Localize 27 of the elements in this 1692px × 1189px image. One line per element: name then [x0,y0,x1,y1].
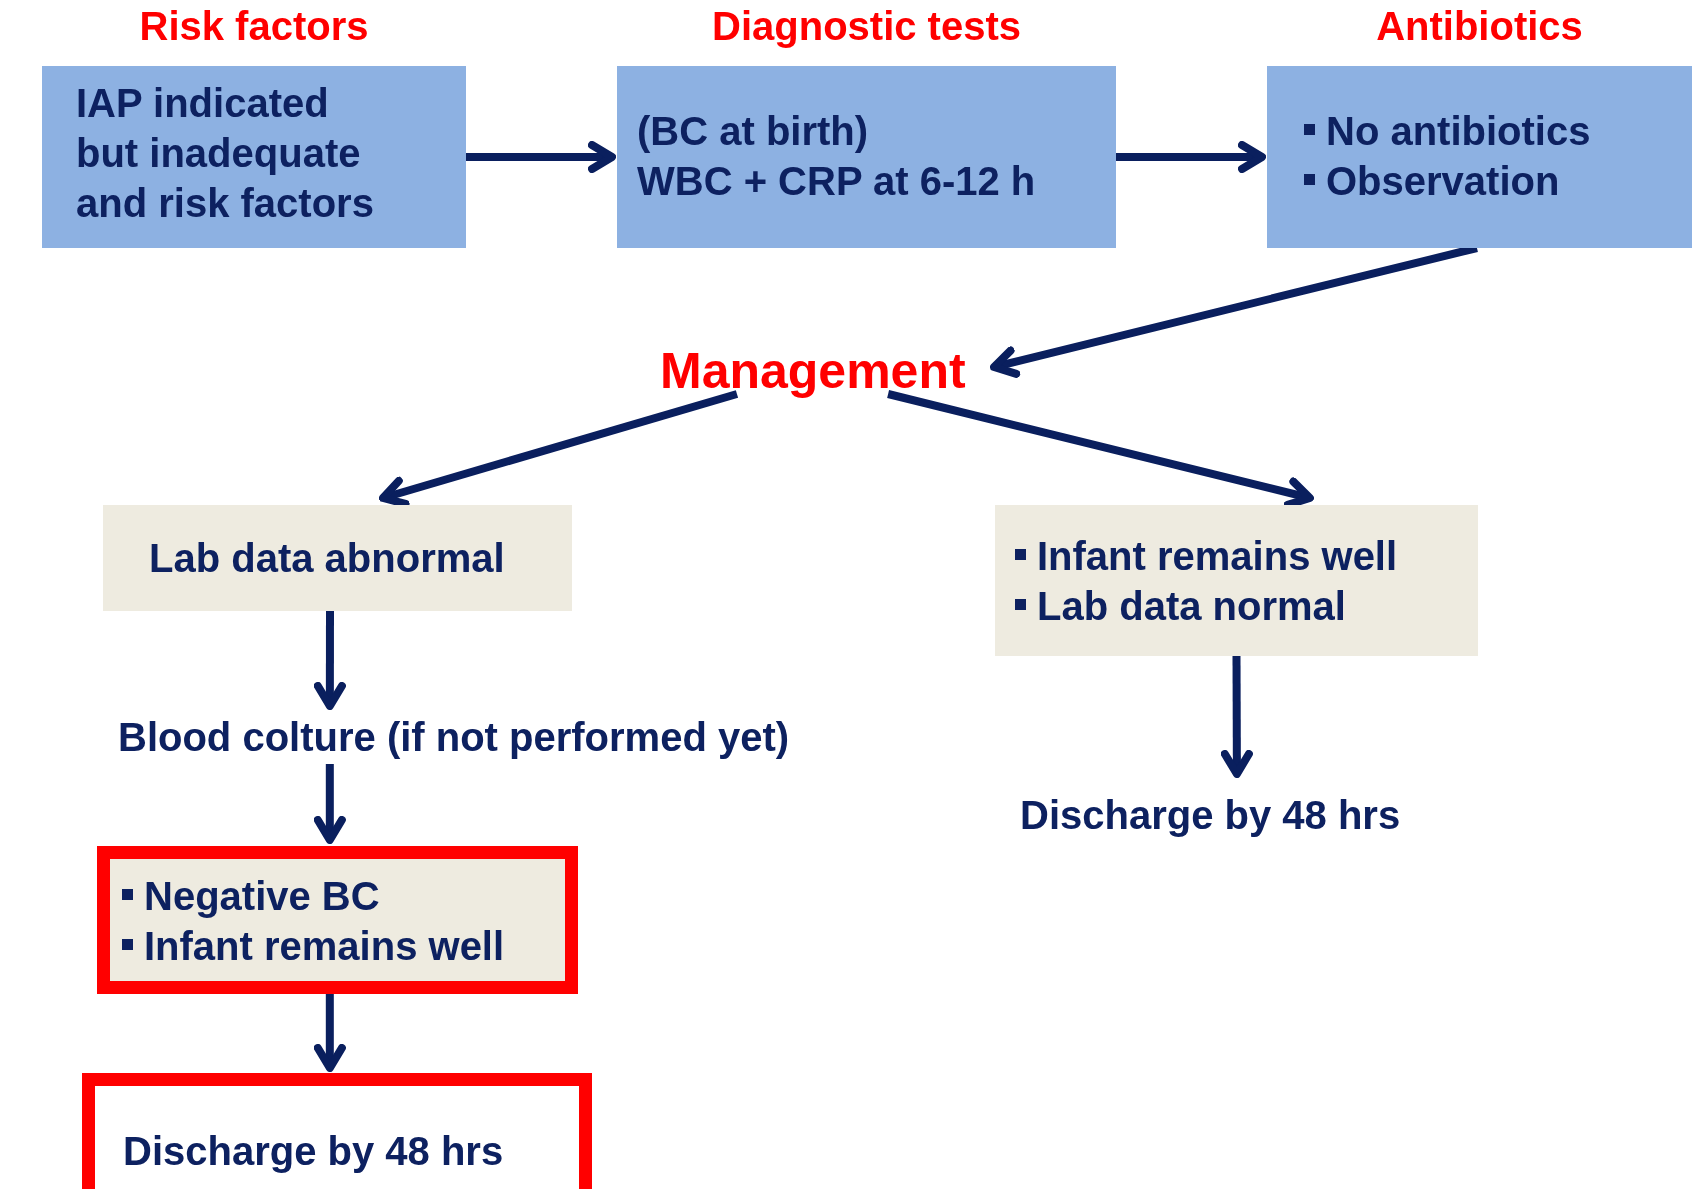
arrow [1116,141,1266,173]
bullet-item: Negative BC [122,871,559,921]
process-box [995,505,1478,656]
process-box [103,505,572,611]
arrow [1220,656,1253,778]
column-heading: Risk factors [138,4,370,49]
step-text: Discharge by 48 hrs [1020,792,1401,839]
step-text: Blood colture (if not performed yet) [118,714,790,761]
bullet-item: Infant remains well [122,921,559,971]
column-heading: Antibiotics [1375,4,1584,49]
box-text: Discharge by 48 hrs [123,1128,505,1175]
bullet-item: Lab data normal [1015,581,1472,631]
arrow [379,390,739,508]
arrow [313,994,346,1072]
box-text: IAP indicated but inadequate and risk factors [76,80,375,227]
bullet-item: Observation [1304,156,1686,206]
bullet-item: No antibiotics [1304,106,1686,156]
bullet-item: Infant remains well [1015,531,1472,581]
highlighted-box [97,846,578,994]
arrow [466,141,616,173]
arrow [313,611,346,710]
box-text: WBC + CRP at 6-12 h [637,158,1037,205]
column-heading: Diagnostic tests [711,4,1022,49]
highlighted-box [82,1073,592,1189]
box-text: Lab data abnormal [149,535,506,582]
step-text: Management [660,342,966,401]
box-text: (BC at birth) [637,108,870,155]
